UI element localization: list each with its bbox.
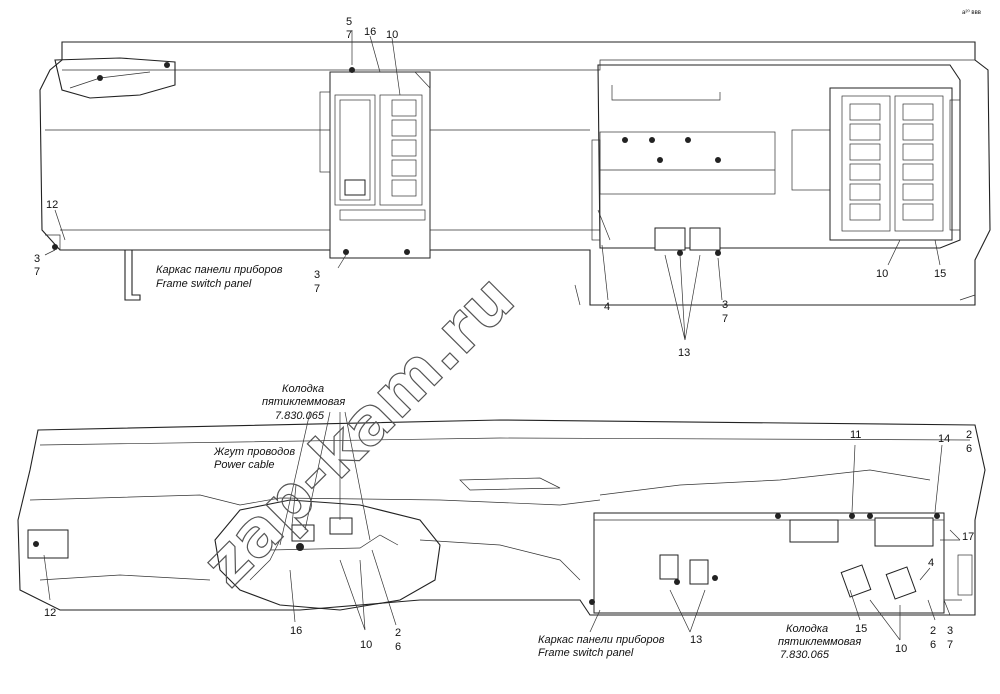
connector2-label-ru-1: Колодка (786, 623, 828, 635)
connector2-code: 7.830.065 (780, 649, 830, 661)
caption-en: Frame switch panel (538, 647, 634, 659)
connector-code: 7.830.065 (275, 410, 325, 422)
caption-en: Frame switch panel (156, 278, 252, 290)
top-view: 5 7 16 10 12 3 7 3 7 4 3 7 13 10 15 Карк… (34, 16, 991, 359)
label-14: 14 (938, 433, 950, 445)
label-4: 4 (928, 557, 934, 569)
label-17: 17 (962, 531, 974, 543)
label-3: 3 (947, 625, 953, 637)
label-10: 10 (876, 268, 888, 280)
label-13: 13 (690, 634, 702, 646)
label-10: 10 (386, 29, 398, 41)
label-2: 2 (966, 429, 972, 441)
label-12: 12 (44, 607, 56, 619)
caption-ru: Каркас панели приборов (156, 264, 283, 276)
label-6: 6 (930, 639, 936, 651)
connector-label-ru-2: пятиклеммовая (262, 396, 345, 408)
label-6: 6 (395, 641, 401, 653)
connector2-label-ru-2: пятиклеммовая (778, 636, 861, 648)
label-2: 2 (395, 627, 401, 639)
label-12: 12 (46, 199, 58, 211)
label-7: 7 (947, 639, 953, 651)
label-3: 3 (34, 253, 40, 265)
connector-label-ru-1: Колодка (282, 383, 324, 395)
label-2: 2 (930, 625, 936, 637)
label-7: 7 (722, 313, 728, 325)
switch-block-right (829, 87, 953, 241)
label-7: 7 (314, 283, 320, 295)
label-16: 16 (364, 26, 376, 38)
label-10: 10 (895, 643, 907, 655)
label-3: 3 (722, 299, 728, 311)
label-15: 15 (855, 623, 867, 635)
label-6: 6 (966, 443, 972, 455)
label-3: 3 (314, 269, 320, 281)
corner-mark: а²⁰ ввв (962, 9, 981, 16)
label-4: 4 (604, 301, 610, 313)
harness-label-ru: Жгут проводов (213, 446, 295, 458)
watermark: zap-kam.ru (189, 261, 529, 601)
label-7: 7 (346, 29, 352, 41)
label-13: 13 (678, 347, 690, 359)
part-14 (874, 517, 934, 547)
label-15: 15 (934, 268, 946, 280)
bottom-view: Колодка пятиклеммовая 7.830.065 Жгут про… (17, 383, 986, 661)
label-5: 5 (346, 16, 352, 28)
part-11 (789, 519, 839, 543)
label-7: 7 (34, 266, 40, 278)
harness-label-en: Power cable (214, 459, 275, 471)
label-11: 11 (850, 429, 861, 441)
label-10: 10 (360, 639, 372, 651)
caption-ru: Каркас панели приборов (538, 634, 665, 646)
label-16: 16 (290, 625, 302, 637)
